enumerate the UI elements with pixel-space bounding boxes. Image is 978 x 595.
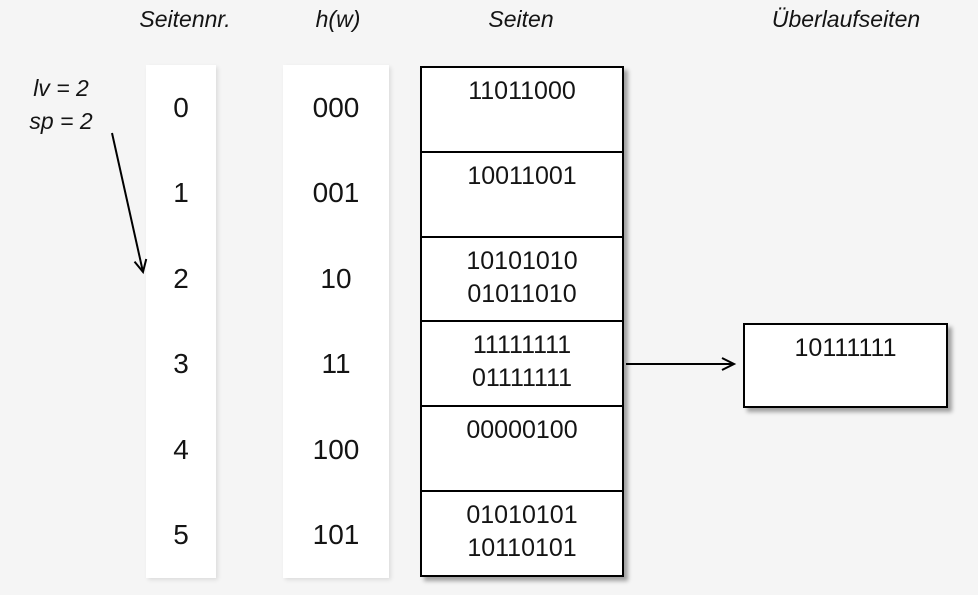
hw-4: 100 [312,433,360,465]
page-cell-4: 00000100 [422,405,622,490]
hw-1: 001 [312,177,360,209]
column-header-seitennr: Seitennr. [139,6,231,32]
column-header-ueberlaufseiten: Überlaufseiten [771,6,921,32]
sp-value: sp = 2 [29,108,93,134]
seitennr-5: 5 [173,519,189,551]
seitennr-1: 1 [173,177,189,209]
page-cell-3: 11111111 01111111 [422,320,622,405]
page-cell-5: 01010101 10110101 [422,490,622,575]
seitennr-3: 3 [173,348,189,380]
pages-table: 11011000 10011001 10101010 01011010 1111… [420,66,624,577]
seitennr-column: 0 1 2 3 4 5 [146,65,216,578]
page-entry: 10110101 [467,534,577,563]
page-entry: 10101010 [466,246,578,275]
page-entry: 01111111 [471,364,573,393]
page-entry: 01011010 [467,279,577,308]
seitennr-2: 2 [173,262,189,294]
hw-0: 000 [312,91,360,123]
page-cell-2: 10101010 01011010 [422,235,622,321]
page-entry: 01010101 [466,501,578,530]
hw-column: 000 001 10 11 100 101 [283,65,389,578]
page-entry: 00000100 [466,416,578,445]
page-entry: 10011001 [467,161,577,190]
overflow-page-box: 10111111 [743,323,948,408]
seitennr-4: 4 [173,433,189,465]
page-entry: 11111111 [472,331,572,360]
annotation-pointer-arrow [111,132,148,275]
hw-5: 101 [312,519,360,551]
hw-2: 10 [320,262,352,294]
seitennr-0: 0 [173,91,189,123]
page-cell-0: 11011000 [422,68,622,151]
column-header-seiten: Seiten [488,6,554,32]
page-entry: 11011000 [468,77,576,105]
hw-3: 11 [321,348,351,380]
column-header-hw: h(w) [315,6,361,32]
lv-sp-annotation: lv = 2 sp = 2 [16,72,106,138]
lv-value: lv = 2 [33,75,89,101]
page-cell-1: 10011001 [422,150,622,236]
overflow-page-entry: 10111111 [794,334,897,362]
